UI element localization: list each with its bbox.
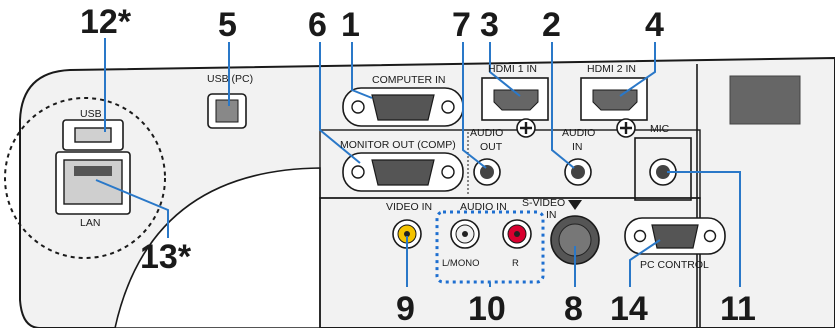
callout-line-hdmi1 bbox=[489, 42, 521, 97]
callout-line-lan bbox=[95, 179, 169, 238]
upper-input-subpanel bbox=[319, 129, 701, 199]
pc-control-dsub bbox=[651, 224, 699, 249]
callout-usb-pc: 5 bbox=[218, 6, 237, 44]
callout-monitor-out: 6 bbox=[308, 6, 327, 44]
mic-subpanel bbox=[634, 137, 692, 201]
hdmi2-socket bbox=[592, 89, 638, 111]
mic-jack-hole bbox=[656, 165, 670, 179]
callout-line-computer-in bbox=[351, 42, 373, 99]
label-usb: USB bbox=[80, 108, 102, 120]
label-audio-out-2: OUT bbox=[480, 141, 503, 153]
label-monitor-out: MONITOR OUT (COMP) bbox=[340, 139, 456, 151]
label-hdmi2-in: HDMI 2 IN bbox=[587, 63, 636, 75]
label-audio-in-2: IN bbox=[572, 141, 583, 153]
monitor-out-screw-right bbox=[441, 165, 455, 179]
label-audio-in-lr: AUDIO IN bbox=[460, 201, 507, 213]
usb-pc-socket bbox=[215, 99, 239, 123]
label-lan: LAN bbox=[80, 217, 100, 229]
label-pc-control: PC CONTROL bbox=[640, 259, 709, 271]
callout-line-hdmi2 bbox=[619, 42, 656, 97]
audio-r-jack-pin bbox=[514, 231, 520, 237]
callout-hdmi1: 3 bbox=[480, 6, 499, 44]
callout-pc-control: 14 bbox=[610, 290, 648, 328]
audio-l-jack-pin bbox=[462, 231, 468, 237]
label-svideo-2: IN bbox=[546, 209, 557, 221]
pc-control-screw-right bbox=[703, 229, 717, 243]
callout-line-audio-in bbox=[551, 42, 575, 169]
audio-in-jack-hole bbox=[571, 165, 585, 179]
panel-curve-cutout bbox=[114, 167, 321, 328]
label-svideo-1: S-VIDEO bbox=[522, 197, 565, 209]
callout-line-monitor-out bbox=[319, 42, 361, 164]
hdmi1-socket bbox=[493, 89, 539, 111]
label-computer-in: COMPUTER IN bbox=[372, 74, 446, 86]
right-square-vent bbox=[729, 75, 801, 125]
monitor-out-screw-left bbox=[351, 165, 365, 179]
callout-audio-in: 2 bbox=[542, 6, 561, 44]
label-mic: MIC bbox=[650, 123, 670, 135]
usb-a-slot bbox=[74, 127, 112, 143]
usb-lan-group-circle bbox=[4, 97, 166, 259]
label-audio-out-1: AUDIO bbox=[470, 127, 503, 139]
callout-audio-lr: 10 bbox=[468, 290, 506, 328]
hdmi2-screw-cross bbox=[620, 122, 632, 134]
label-audio-in-1: AUDIO bbox=[562, 127, 595, 139]
callout-line-mic bbox=[667, 171, 741, 287]
pc-control-screw-left bbox=[633, 229, 647, 243]
label-hdmi1-in: HDMI 1 IN bbox=[488, 63, 537, 75]
label-usb-pc: USB (PC) bbox=[207, 73, 253, 85]
computer-in-screw-right bbox=[441, 100, 455, 114]
callout-line-audio-out bbox=[462, 42, 487, 169]
label-r: R bbox=[512, 258, 519, 269]
callout-lan: 13* bbox=[140, 238, 192, 276]
callout-mic: 11 bbox=[720, 290, 756, 328]
hdmi1-screw-cross bbox=[520, 122, 532, 134]
svideo-triangle bbox=[568, 200, 582, 210]
callout-line-pc-control bbox=[629, 239, 661, 287]
callout-audio-out: 7 bbox=[452, 6, 471, 44]
label-video-in: VIDEO IN bbox=[386, 201, 432, 213]
label-l-mono: L/MONO bbox=[442, 258, 479, 269]
callout-svideo: 8 bbox=[564, 290, 583, 328]
computer-in-dsub bbox=[371, 94, 435, 121]
callout-lines bbox=[95, 38, 741, 287]
video-in-jack-pin bbox=[404, 231, 410, 237]
monitor-out-dsub bbox=[371, 159, 435, 186]
lan-pins bbox=[74, 166, 112, 176]
callout-video-in: 9 bbox=[396, 290, 415, 328]
audio-out-jack-hole bbox=[480, 165, 494, 179]
callout-computer-in: 1 bbox=[341, 6, 360, 44]
callout-hdmi2: 4 bbox=[645, 6, 664, 44]
computer-in-screw-left bbox=[351, 100, 365, 114]
callout-usb-a: 12* bbox=[80, 3, 132, 41]
